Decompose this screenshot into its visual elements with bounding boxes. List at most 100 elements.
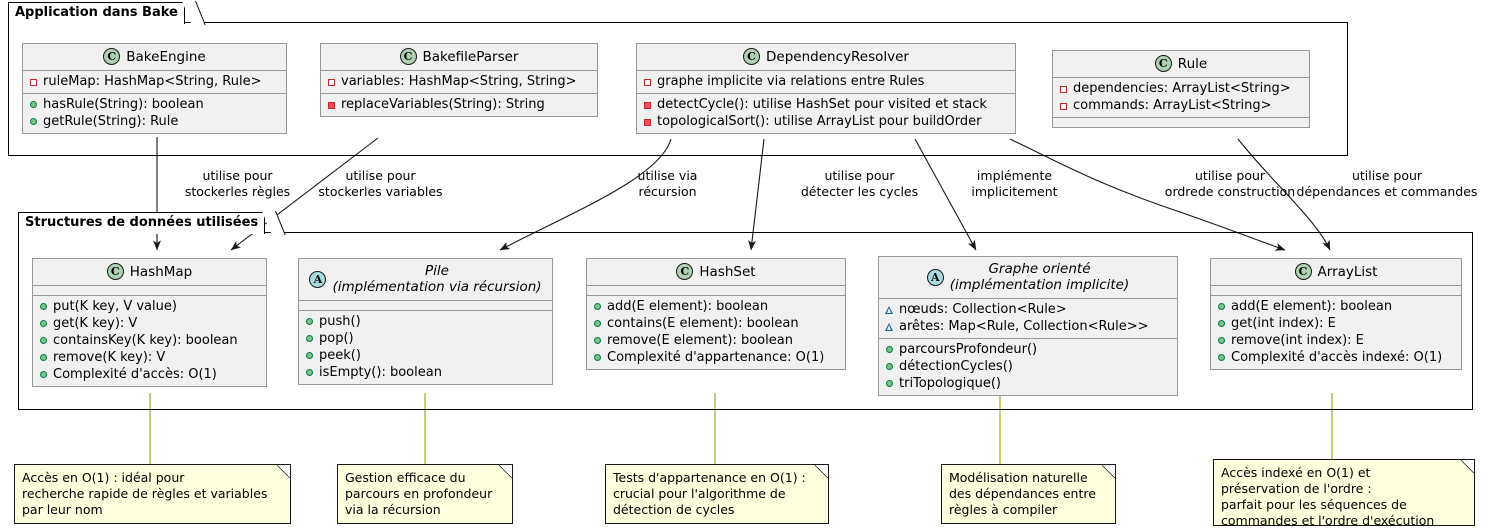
attribute-row: ruleMap: HashMap<String, Rule> bbox=[29, 73, 280, 90]
note-arraylist: Accès indexé en O(1) et préservation de … bbox=[1213, 459, 1475, 528]
class-icon: C bbox=[103, 48, 121, 65]
class-hashmap[interactable]: C HashMap put(K key, V value) get(K key):… bbox=[32, 258, 267, 387]
method-row: détectionCycles() bbox=[885, 358, 1171, 375]
note-fold-corner bbox=[1461, 459, 1475, 473]
class-icon: C bbox=[676, 263, 694, 280]
attribute-row: commands: ArrayList<String> bbox=[1059, 97, 1303, 114]
public-method-icon bbox=[29, 117, 38, 126]
public-method-icon bbox=[305, 317, 314, 326]
class-hashmap-title: HashMap bbox=[129, 263, 193, 280]
edge-label-line1: utilise via bbox=[637, 168, 698, 183]
attribute-row: arêtes: Map<Rule, Collection<Rule>> bbox=[885, 318, 1171, 335]
method-text: pop() bbox=[319, 331, 354, 346]
class-hashmap-attributes bbox=[33, 286, 266, 296]
public-method-icon bbox=[305, 334, 314, 343]
class-rule-attributes: dependencies: ArrayList<String> commands… bbox=[1053, 78, 1309, 118]
method-text: detectCycle(): utilise HashSet pour visi… bbox=[657, 97, 987, 112]
method-text: remove(int index): E bbox=[1231, 333, 1364, 348]
method-row: remove(int index): E bbox=[1217, 332, 1455, 349]
class-dependencyresolver-title: DependencyResolver bbox=[766, 48, 909, 65]
method-row: remove(E element): boolean bbox=[593, 332, 839, 349]
method-text: peek() bbox=[319, 348, 361, 363]
note-line: détection de cycles bbox=[613, 502, 735, 517]
note-line: règles à compiler bbox=[949, 502, 1058, 517]
method-row: get(int index): E bbox=[1217, 315, 1455, 332]
note-pile: Gestion efficace du parcours en profonde… bbox=[337, 464, 513, 524]
attribute-text: ruleMap: HashMap<String, Rule> bbox=[43, 74, 262, 89]
class-icon: C bbox=[106, 263, 124, 280]
note-line: par leur nom bbox=[22, 502, 103, 517]
note-line: Gestion efficace du bbox=[345, 470, 466, 485]
method-row: hasRule(String): boolean bbox=[29, 96, 280, 113]
attribute-text: arêtes: Map<Rule, Collection<Rule>> bbox=[899, 319, 1149, 334]
edge-label-line2: récursion bbox=[638, 184, 697, 199]
public-method-icon bbox=[39, 336, 48, 345]
package-application bbox=[8, 22, 1348, 156]
class-rule-methods bbox=[1053, 118, 1309, 127]
public-method-icon bbox=[39, 319, 48, 328]
class-hashmap-methods: put(K key, V value) get(K key): V contai… bbox=[33, 296, 266, 386]
method-row: containsKey(K key): boolean bbox=[39, 332, 260, 349]
note-hashmap: Accès en O(1) : idéal pour recherche rap… bbox=[14, 464, 291, 524]
public-method-icon bbox=[593, 353, 602, 362]
private-field-icon bbox=[29, 77, 38, 86]
method-row: topologicalSort(): utilise ArrayList pou… bbox=[643, 113, 1009, 130]
edge-label-line2: ordrede construction bbox=[1164, 184, 1296, 199]
class-bakeengine-attributes: ruleMap: HashMap<String, Rule> bbox=[23, 71, 286, 94]
class-rule-title: Rule bbox=[1177, 55, 1208, 72]
class-hashset-methods: add(E element): boolean contains(E eleme… bbox=[587, 296, 845, 369]
method-row: contains(E element): boolean bbox=[593, 315, 839, 332]
method-row: put(K key, V value) bbox=[39, 298, 260, 315]
method-text: remove(K key): V bbox=[53, 350, 166, 365]
method-row: peek() bbox=[305, 347, 546, 364]
edge-label-line1: utilise pour bbox=[824, 168, 895, 183]
note-fold-corner bbox=[277, 464, 291, 478]
package-application-tab: Application dans Bake bbox=[8, 2, 185, 24]
method-text: hasRule(String): boolean bbox=[43, 97, 204, 112]
note-line: crucial pour l'algorithme de bbox=[613, 486, 786, 501]
edge-label-dependencyresolver-pile: utilise via récursion bbox=[605, 168, 730, 200]
public-method-icon bbox=[593, 302, 602, 311]
method-text: isEmpty(): boolean bbox=[319, 365, 442, 380]
note-line: parcours en profondeur bbox=[345, 486, 493, 501]
method-text: parcoursProfondeur() bbox=[899, 342, 1038, 357]
method-row: triTopologique() bbox=[885, 375, 1171, 392]
public-method-icon bbox=[1217, 336, 1226, 345]
private-field-icon bbox=[1059, 101, 1068, 110]
method-text: push() bbox=[319, 314, 361, 329]
method-row: get(K key): V bbox=[39, 315, 260, 332]
method-row: detectCycle(): utilise HashSet pour visi… bbox=[643, 96, 1009, 113]
class-bakefileparser-methods: replaceVariables(String): String bbox=[321, 94, 597, 116]
public-method-icon bbox=[593, 319, 602, 328]
public-method-icon bbox=[885, 345, 894, 354]
class-arraylist-title: ArrayList bbox=[1317, 263, 1378, 280]
method-row: Complexité d'appartenance: O(1) bbox=[593, 349, 839, 366]
edge-label-bakefileparser-hashmap: utilise pour stockerles variables bbox=[293, 168, 468, 200]
attribute-row: dependencies: ArrayList<String> bbox=[1059, 80, 1303, 97]
note-hashset: Tests d'appartenance en O(1) : crucial p… bbox=[605, 464, 829, 524]
private-field-icon bbox=[327, 77, 336, 86]
note-line: parfait pour les séquences de bbox=[1221, 497, 1407, 512]
class-arraylist-methods: add(E element): boolean get(int index): … bbox=[1211, 296, 1461, 369]
class-hashmap-header: C HashMap bbox=[33, 259, 266, 286]
abstract-icon: A bbox=[926, 268, 944, 286]
public-method-icon bbox=[885, 379, 894, 388]
note-line: Tests d'appartenance en O(1) : bbox=[613, 470, 806, 485]
attribute-text: commands: ArrayList<String> bbox=[1073, 98, 1272, 113]
edge-label-dependencyresolver-arraylist: utilise pour ordrede construction bbox=[1140, 168, 1320, 200]
attribute-text: dependencies: ArrayList<String> bbox=[1073, 81, 1291, 96]
edge-label-dependencyresolver-graphe: implémente implicitement bbox=[942, 168, 1087, 200]
class-pile-name: Pile bbox=[425, 263, 449, 279]
edge-label-line1: utilise pour bbox=[345, 168, 416, 183]
